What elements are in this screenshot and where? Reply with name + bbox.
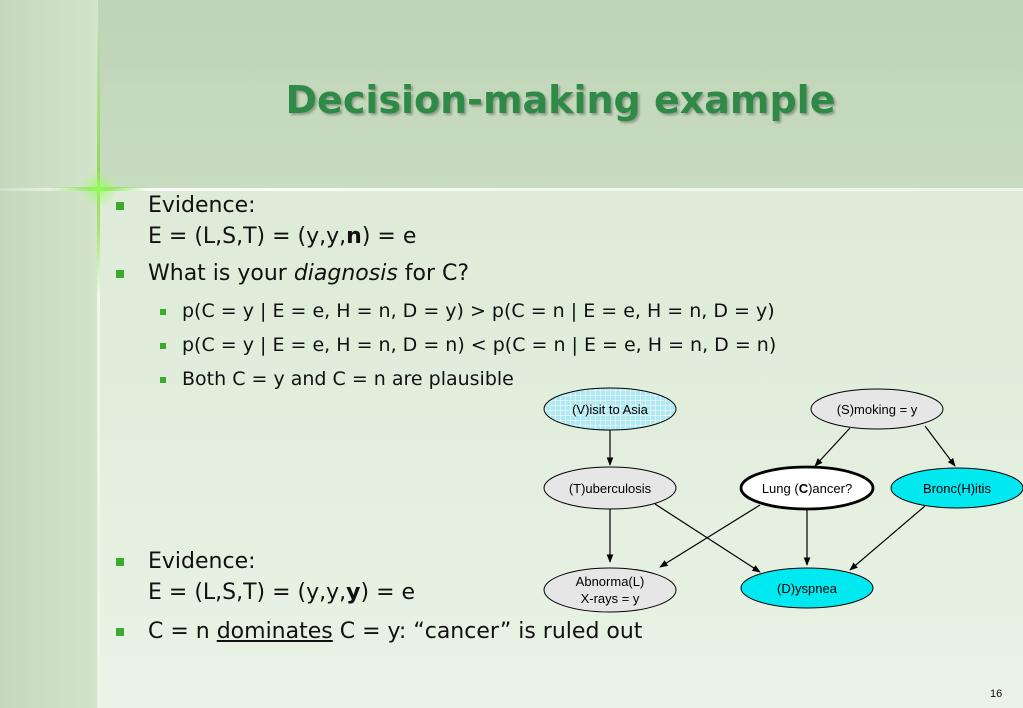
bullet-text-bold: n bbox=[346, 224, 362, 249]
left-background-band bbox=[0, 0, 98, 708]
bullet-evidence-2: Evidence: E = (L,S,T) = (y,y,y) = e bbox=[116, 546, 415, 608]
bullet-text: for C? bbox=[397, 261, 470, 286]
node-label-cancer: Lung ( bbox=[762, 481, 800, 496]
node-label-xray-line2: X-rays = y bbox=[581, 591, 640, 606]
node-bronchitis: Bronc(H)itis bbox=[890, 467, 1023, 509]
node-label-smoking: (S)moking = y bbox=[837, 402, 918, 417]
node-label-xray-line1: Abnorma(L) bbox=[576, 574, 645, 589]
bullet-text: Evidence: bbox=[148, 193, 256, 218]
diagram-edges bbox=[606, 425, 956, 573]
vertical-divider bbox=[97, 20, 100, 708]
bullet-text: E = (L,S,T) = (y,y, bbox=[148, 580, 347, 605]
slide-title: Decision-making example bbox=[285, 78, 836, 122]
square-bullet-icon bbox=[116, 270, 124, 278]
square-bullet-icon bbox=[160, 309, 166, 315]
node-smoking: (S)moking = y bbox=[810, 388, 944, 430]
edge-cancer-xray bbox=[659, 504, 761, 568]
sub-bullet-2: p(C = y | E = e, H = n, D = n) < p(C = n… bbox=[160, 330, 776, 360]
node-dyspnea: (D)yspnea bbox=[740, 567, 874, 609]
bullet-diagnosis-question: What is your diagnosis for C? bbox=[116, 258, 469, 289]
node-tuberculosis: (T)uberculosis bbox=[543, 466, 677, 510]
square-bullet-icon bbox=[116, 202, 124, 210]
node-visit: (V)isit to Asia bbox=[543, 387, 677, 431]
sub-bullet-text: p(C = y | E = e, H = n, D = y) > p(C = n… bbox=[182, 300, 775, 322]
horizontal-divider bbox=[0, 188, 1023, 191]
node-label-dyspnea: (D)yspnea bbox=[777, 581, 838, 596]
node-label-cancer: )ancer? bbox=[808, 481, 852, 496]
svg-text:Lung (C)ancer?: Lung (C)ancer? bbox=[762, 481, 852, 496]
edge-smoking-bronchitis bbox=[924, 425, 956, 467]
sub-bullet-text: Both C = y and C = n are plausible bbox=[182, 368, 514, 390]
bullet-evidence-1: Evidence: E = (L,S,T) = (y,y,n) = e bbox=[116, 190, 416, 252]
bullet-text: What is your bbox=[148, 261, 294, 286]
bullet-text: ) = e bbox=[361, 224, 417, 249]
sub-bullet-text: p(C = y | E = e, H = n, D = n) < p(C = n… bbox=[182, 334, 777, 356]
bullet-text-underline: dominates bbox=[216, 619, 333, 644]
divider-sparkle bbox=[80, 170, 118, 208]
node-cancer: Lung (C)ancer? bbox=[739, 465, 875, 511]
bullet-text: ) = e bbox=[360, 580, 416, 605]
bullet-conclusion: C = n dominates C = y: “cancer” is ruled… bbox=[116, 616, 642, 647]
bullet-text: E = (L,S,T) = (y,y, bbox=[148, 224, 347, 249]
node-label-cancer-bold: C bbox=[799, 481, 809, 496]
bullet-text-bold: y bbox=[346, 580, 361, 605]
node-xray: Abnorma(L) X-rays = y bbox=[543, 567, 677, 613]
node-label-bronchitis: Bronc(H)itis bbox=[923, 481, 991, 496]
bullet-text: C = n bbox=[148, 619, 217, 644]
sub-bullet-3: Both C = y and C = n are plausible bbox=[160, 364, 514, 394]
edge-smoking-cancer bbox=[814, 427, 851, 467]
node-label-tuberculosis: (T)uberculosis bbox=[569, 481, 652, 496]
title-background-band bbox=[98, 0, 1023, 190]
bullet-text: Evidence: bbox=[148, 549, 256, 574]
edge-bronchitis-dyspnea bbox=[849, 505, 926, 571]
square-bullet-icon bbox=[116, 628, 124, 636]
square-bullet-icon bbox=[160, 377, 166, 383]
page-number: 16 bbox=[990, 688, 1003, 700]
square-bullet-icon bbox=[160, 343, 166, 349]
bullet-text: C = y: “cancer” is ruled out bbox=[332, 619, 643, 644]
node-label-visit: (V)isit to Asia bbox=[572, 402, 649, 417]
bullet-text-italic: diagnosis bbox=[293, 261, 398, 286]
square-bullet-icon bbox=[116, 558, 124, 566]
sub-bullet-1: p(C = y | E = e, H = n, D = y) > p(C = n… bbox=[160, 296, 775, 326]
